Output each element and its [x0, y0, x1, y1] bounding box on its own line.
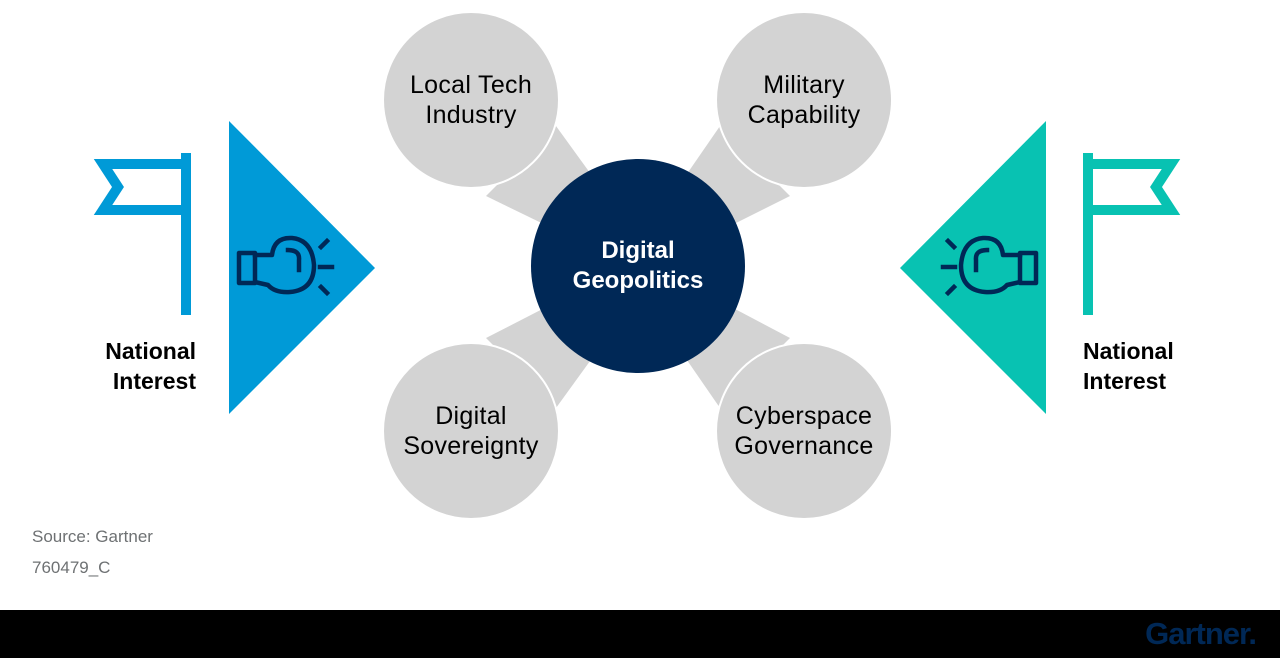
- right-party: [900, 121, 1181, 414]
- right-arrow-triangle: [900, 121, 1046, 414]
- node-local-tech-industry: Local Tech Industry: [383, 12, 559, 188]
- node-label-line1: Digital: [435, 402, 507, 430]
- footer-bar: Gartner.: [0, 610, 1280, 658]
- center-circle: [531, 159, 745, 373]
- left-arrow-triangle: [229, 121, 375, 414]
- node-label-line2: Industry: [425, 101, 517, 129]
- node-military-capability: Military Capability: [716, 12, 892, 188]
- node-label-line1: Local Tech: [409, 71, 533, 99]
- center-label-line2: Geopolitics: [572, 267, 704, 294]
- right-national-interest-label: National Interest: [1083, 336, 1223, 396]
- boxing-glove-icon: [940, 235, 1039, 297]
- flag-icon: [1083, 153, 1181, 315]
- node-circle-sovereignty: [382, 342, 560, 520]
- node-label-line2: Sovereignty: [403, 432, 539, 460]
- gartner-logo: Gartner.: [1145, 616, 1257, 651]
- flag-icon: [93, 153, 191, 315]
- label-line1: National: [1083, 338, 1174, 364]
- node-circle-cyberspace: [715, 342, 893, 520]
- node-label-line2: Capability: [747, 101, 861, 129]
- node-circle-military: [715, 11, 893, 189]
- left-party: [93, 121, 375, 414]
- center-label-line1: Digital: [601, 237, 675, 264]
- diagram-canvas: Local Tech Industry Military Capability …: [32, 11, 1223, 577]
- node-circle-local-tech: [382, 11, 560, 189]
- center-node-digital-geopolitics: Digital Geopolitics: [531, 159, 745, 373]
- source-note: Source: Gartner: [32, 527, 153, 546]
- label-line1: National: [105, 338, 196, 364]
- boxing-glove-icon: [236, 235, 335, 297]
- node-cyberspace-governance: Cyberspace Governance: [716, 343, 892, 519]
- label-line2: Interest: [112, 368, 196, 394]
- node-digital-sovereignty: Digital Sovereignty: [383, 343, 559, 519]
- node-label-line2: Governance: [734, 432, 874, 460]
- diagram-graphics: [93, 11, 1181, 520]
- node-label-line1: Military: [763, 71, 845, 99]
- node-label-line1: Cyberspace: [735, 402, 873, 430]
- left-national-interest-label: National Interest: [60, 336, 196, 396]
- label-line2: Interest: [1083, 368, 1167, 394]
- document-id: 760479_C: [32, 558, 111, 577]
- satellite-circles: [382, 11, 893, 520]
